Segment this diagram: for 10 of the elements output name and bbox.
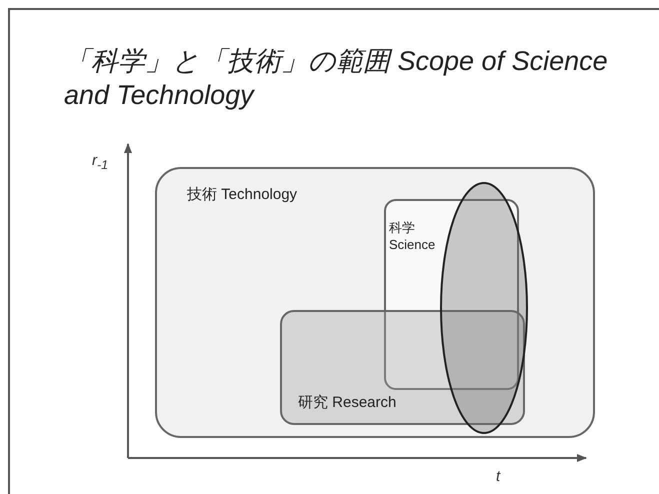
axis-label: t — [496, 468, 500, 485]
rounded-box — [155, 167, 595, 438]
region-label: 科学 Science — [389, 219, 436, 253]
title: 「科学」と「技術」の範囲 Scope of Science and Technology — [64, 45, 609, 112]
ellipse-shape — [440, 182, 528, 434]
region-label: 研究 Research — [298, 394, 398, 411]
rounded-box — [280, 310, 525, 425]
rounded-box — [384, 199, 519, 390]
axis-label: r$_{-1}$ — [92, 152, 108, 172]
region-label: 技術 Technology — [187, 186, 298, 203]
